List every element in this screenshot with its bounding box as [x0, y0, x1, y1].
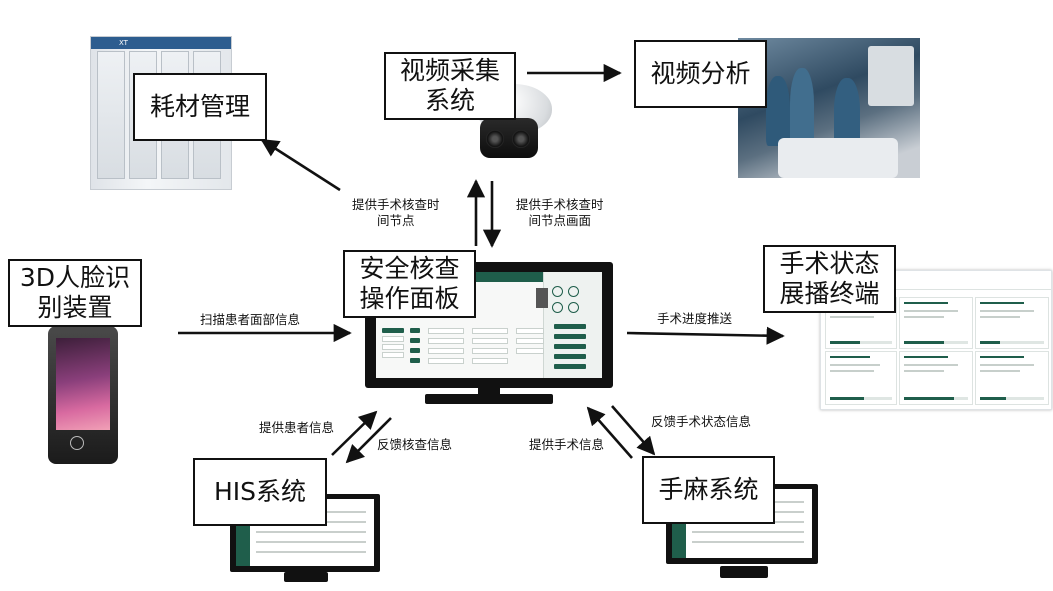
panel-button: [410, 348, 420, 353]
panel-button: [554, 324, 586, 329]
face-recognition-device-image: [48, 326, 118, 464]
label-feedback-status: 反馈手术状态信息: [651, 414, 752, 429]
terminal-header: [821, 271, 1051, 290]
panel-button: [410, 328, 420, 333]
nfc-icon: [70, 436, 84, 450]
surgeon-figure: [790, 68, 814, 146]
anesthesia-table-line: [692, 531, 804, 533]
panel-row: [382, 336, 404, 342]
node-his: HIS系统: [193, 458, 327, 526]
monitor-stand: [478, 388, 500, 396]
node-safety-panel: 安全核查 操作面板: [343, 250, 476, 318]
panel-button: [410, 358, 420, 363]
label-provide-checkpoint-frames: 提供手术核查时 间节点画面: [516, 197, 604, 228]
node-status-terminal: 手术状态 展播终端: [763, 245, 896, 313]
panel-button: [410, 338, 420, 343]
safety-panel-monitor: [365, 262, 613, 388]
panel-row: [472, 338, 508, 344]
label-feedback-check: 反馈核查信息: [377, 437, 453, 452]
terminal-card: [899, 351, 973, 405]
node-face-device: 3D人脸识 别装置: [8, 259, 142, 327]
panel-row: [472, 358, 508, 364]
device-screen: [56, 338, 110, 430]
his-monitor-stand: [284, 572, 328, 582]
arrow-panel-to-terminal: [626, 326, 785, 345]
node-video-analysis-label: 视频分析: [650, 59, 751, 88]
count-circle: [552, 302, 563, 313]
arrow-anesthesia-to-panel: [586, 406, 633, 459]
cabinet-logo: XT: [119, 39, 128, 47]
arrow-his-to-panel: [331, 410, 378, 456]
node-anesthesia: 手麻系统: [642, 456, 775, 524]
camera-lens: [486, 130, 504, 148]
node-video-analysis: 视频分析: [634, 40, 767, 108]
node-video-capture: 视频采集 系统: [384, 52, 516, 120]
node-face-device-label: 3D人脸识 别装置: [19, 263, 131, 322]
count-circle: [568, 286, 579, 297]
arrow-panel-to-his: [345, 417, 392, 464]
panel-row: [472, 348, 508, 354]
camera-lens: [512, 130, 530, 148]
count-circle: [552, 286, 563, 297]
camera-body: [480, 118, 538, 158]
arrow-panel-to-anesthesia: [611, 405, 656, 456]
panel-button: [554, 364, 586, 369]
surgical-bed: [778, 138, 898, 178]
operating-room-photo: [738, 38, 920, 178]
panel-row: [428, 338, 464, 344]
panel-row: [472, 328, 508, 334]
screen-header-bar: [376, 272, 602, 282]
node-anesthesia-label: 手麻系统: [658, 475, 759, 504]
count-circle: [568, 302, 579, 313]
panel-row: [382, 344, 404, 350]
node-status-terminal-label: 手术状态 展播终端: [779, 249, 880, 308]
panel-row: [516, 328, 544, 334]
panel-row: [428, 328, 464, 334]
node-consumables: 耗材管理: [133, 73, 267, 141]
terminal-card: [975, 351, 1049, 405]
screen-side-panel: [543, 272, 602, 378]
label-scan-face: 扫描患者面部信息: [200, 312, 301, 327]
terminal-card: [899, 297, 973, 349]
arrow-panel-to-consumables: [260, 138, 341, 192]
panel-figure: [536, 288, 548, 308]
surgeon-figure: [834, 78, 860, 148]
label-progress-push: 手术进度推送: [657, 311, 733, 326]
node-consumables-label: 耗材管理: [149, 92, 250, 121]
label-provide-surgery: 提供手术信息: [529, 437, 605, 452]
panel-row: [516, 338, 544, 344]
label-provide-checkpoints: 提供手术核查时 间节点: [352, 197, 440, 228]
node-his-label: HIS系统: [213, 477, 307, 506]
terminal-card: [975, 297, 1049, 349]
node-safety-panel-label: 安全核查 操作面板: [359, 254, 460, 313]
panel-button: [554, 354, 586, 359]
status-terminal-screen: [820, 270, 1052, 410]
anesthesia-table-line: [692, 541, 804, 543]
cabinet-top-band: XT: [91, 37, 231, 49]
label-provide-patient: 提供患者信息: [259, 420, 335, 435]
his-table-line: [256, 531, 366, 533]
panel-button: [554, 344, 586, 349]
node-video-capture-label: 视频采集 系统: [399, 56, 500, 115]
panel-button: [554, 334, 586, 339]
anesthesia-monitor-stand: [720, 566, 768, 578]
his-table-line: [256, 551, 366, 553]
panel-row: [382, 352, 404, 358]
terminal-card: [825, 351, 897, 405]
panel-row: [428, 358, 464, 364]
cabinet-door: [97, 51, 125, 179]
surgeon-figure: [766, 76, 790, 146]
panel-button: [382, 328, 404, 333]
panel-row: [428, 348, 464, 354]
panel-row: [516, 348, 544, 354]
his-table-line: [256, 541, 366, 543]
or-equipment: [868, 46, 914, 106]
monitor-base: [425, 394, 553, 404]
